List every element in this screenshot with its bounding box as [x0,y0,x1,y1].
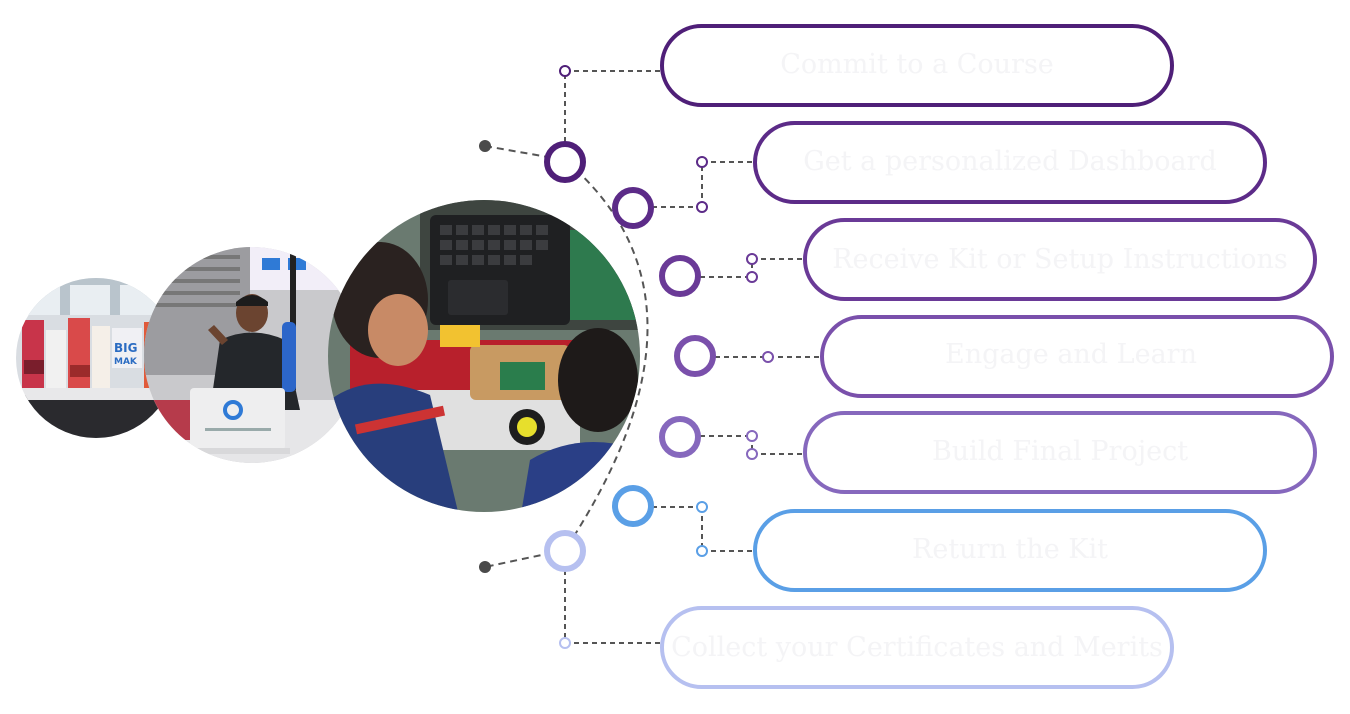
step-7-label: Collect your Certificates and Merits [671,632,1163,663]
step-4-pill [820,315,1334,398]
step-7-connector-dot [559,637,571,649]
arc-end-dot [479,561,491,573]
step-3-connector-dot-a [746,271,758,283]
step-2-connector-dot-b [696,156,708,168]
step-1-pill [660,24,1174,107]
step-3-pill [803,218,1317,301]
step-6-node [612,485,654,527]
step-4-connector-dot [762,351,774,363]
timeline-arc [484,145,649,568]
step-2-connector-dot-a [696,201,708,213]
step-2-label: Get a personalized Dashboard [803,146,1217,177]
step-5-node [659,416,701,458]
svg-text:BIG: BIG [114,341,137,355]
step-3-node [659,255,701,297]
svg-text:MAK: MAK [114,357,138,367]
step-collect-certificates: Collect your Certificates and Merits [544,530,1174,689]
step-1-node [544,141,586,183]
step-5-connector-dot-b [746,448,758,460]
step-7-pill [660,606,1174,689]
step-2-node [612,187,654,229]
step-5-pill [803,411,1317,494]
arc-start-dot [479,140,491,152]
step-6-label: Return the Kit [912,534,1108,565]
robotics-photo [328,200,640,512]
timeline-connector [479,140,649,573]
step-return-the-kit: Return the Kit [612,485,1267,592]
step-5-connector-dot-a [746,430,758,442]
step-build-final-project: Build Final Project [659,411,1317,494]
step-receive-kit: Receive Kit or Setup Instructions [659,218,1317,301]
step-3-label: Receive Kit or Setup Instructions [832,244,1288,275]
step-engage-and-learn: Engage and Learn [674,315,1334,398]
step-1-label: Commit to a Course [780,49,1054,80]
step-3-connector-dot-b [746,253,758,265]
step-2-pill [753,121,1267,204]
step-6-pill [753,509,1267,592]
step-personalized-dashboard: Get a personalized Dashboard [612,121,1267,229]
step-6-connector-dot-a [696,501,708,513]
step-1-connector-dot [559,65,571,77]
step-7-node [544,530,586,572]
step-4-label: Engage and Learn [945,339,1197,370]
step-5-label: Build Final Project [932,436,1188,467]
step-4-node [674,335,716,377]
step-commit-to-course: Commit to a Course [544,24,1174,183]
step-6-connector-dot-b [696,545,708,557]
